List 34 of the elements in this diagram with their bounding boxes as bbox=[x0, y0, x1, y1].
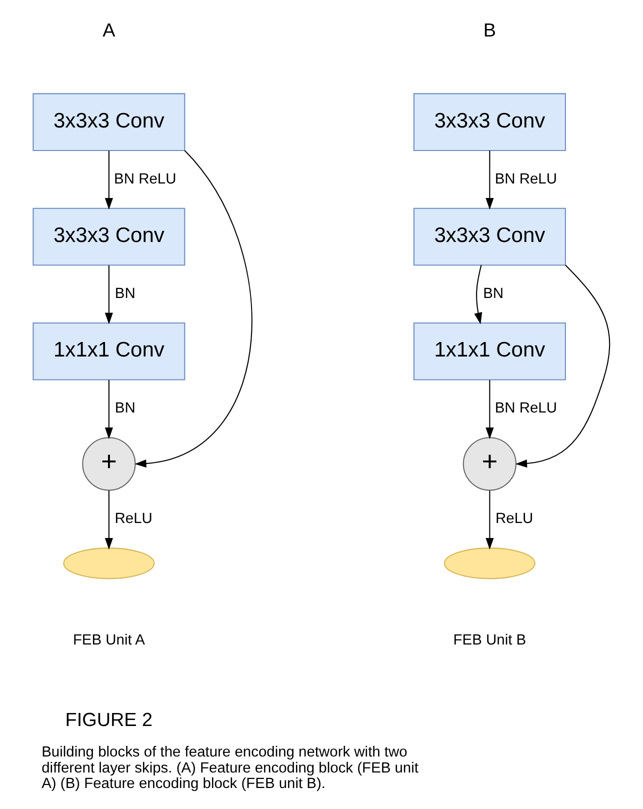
label: A bbox=[102, 20, 116, 42]
edge-label: BN ReLU bbox=[494, 400, 558, 417]
node-box: 3x3x3 Conv bbox=[413, 93, 566, 152]
caption: Building blocks of the feature encoding network with two different layer skips. (A) Feature encoding block (FEB unit A) (B) Feature encoding block (FEB unit B). bbox=[42, 744, 418, 792]
arrow bbox=[134, 150, 252, 468]
arrow bbox=[486, 150, 494, 210]
arrow bbox=[104, 490, 113, 550]
label: B bbox=[483, 20, 496, 42]
arrow bbox=[104, 265, 113, 324]
label: FIGURE 2 bbox=[65, 710, 153, 732]
arrow bbox=[486, 380, 494, 440]
node-box: 1x1x1 Conv bbox=[32, 322, 186, 380]
edge-label: BN bbox=[114, 286, 136, 302]
arrow bbox=[474, 265, 482, 324]
arrow bbox=[104, 150, 113, 210]
node-box: 3x3x3 Conv bbox=[32, 208, 186, 266]
edge-label: BN bbox=[483, 286, 504, 302]
edge-label: BN bbox=[114, 400, 136, 417]
node-ellipse bbox=[444, 548, 536, 580]
edge-label: BN ReLU bbox=[114, 171, 176, 188]
node-circle: + bbox=[462, 437, 516, 491]
edge-label: ReLU bbox=[496, 511, 534, 528]
node-box: 1x1x1 Conv bbox=[413, 322, 566, 380]
node-label: FEB Unit B bbox=[453, 632, 526, 649]
node-box: 3x3x3 Conv bbox=[413, 208, 566, 266]
arrow bbox=[515, 264, 610, 468]
node-circle: + bbox=[82, 437, 136, 491]
edge-label: BN ReLU bbox=[494, 171, 558, 188]
node-box: 3x3x3 Conv bbox=[32, 93, 186, 152]
node-label: FEB Unit A bbox=[72, 632, 145, 649]
node-ellipse bbox=[63, 548, 155, 580]
arrow bbox=[104, 380, 113, 440]
arrow bbox=[486, 490, 494, 550]
edge-label: ReLU bbox=[114, 511, 152, 528]
